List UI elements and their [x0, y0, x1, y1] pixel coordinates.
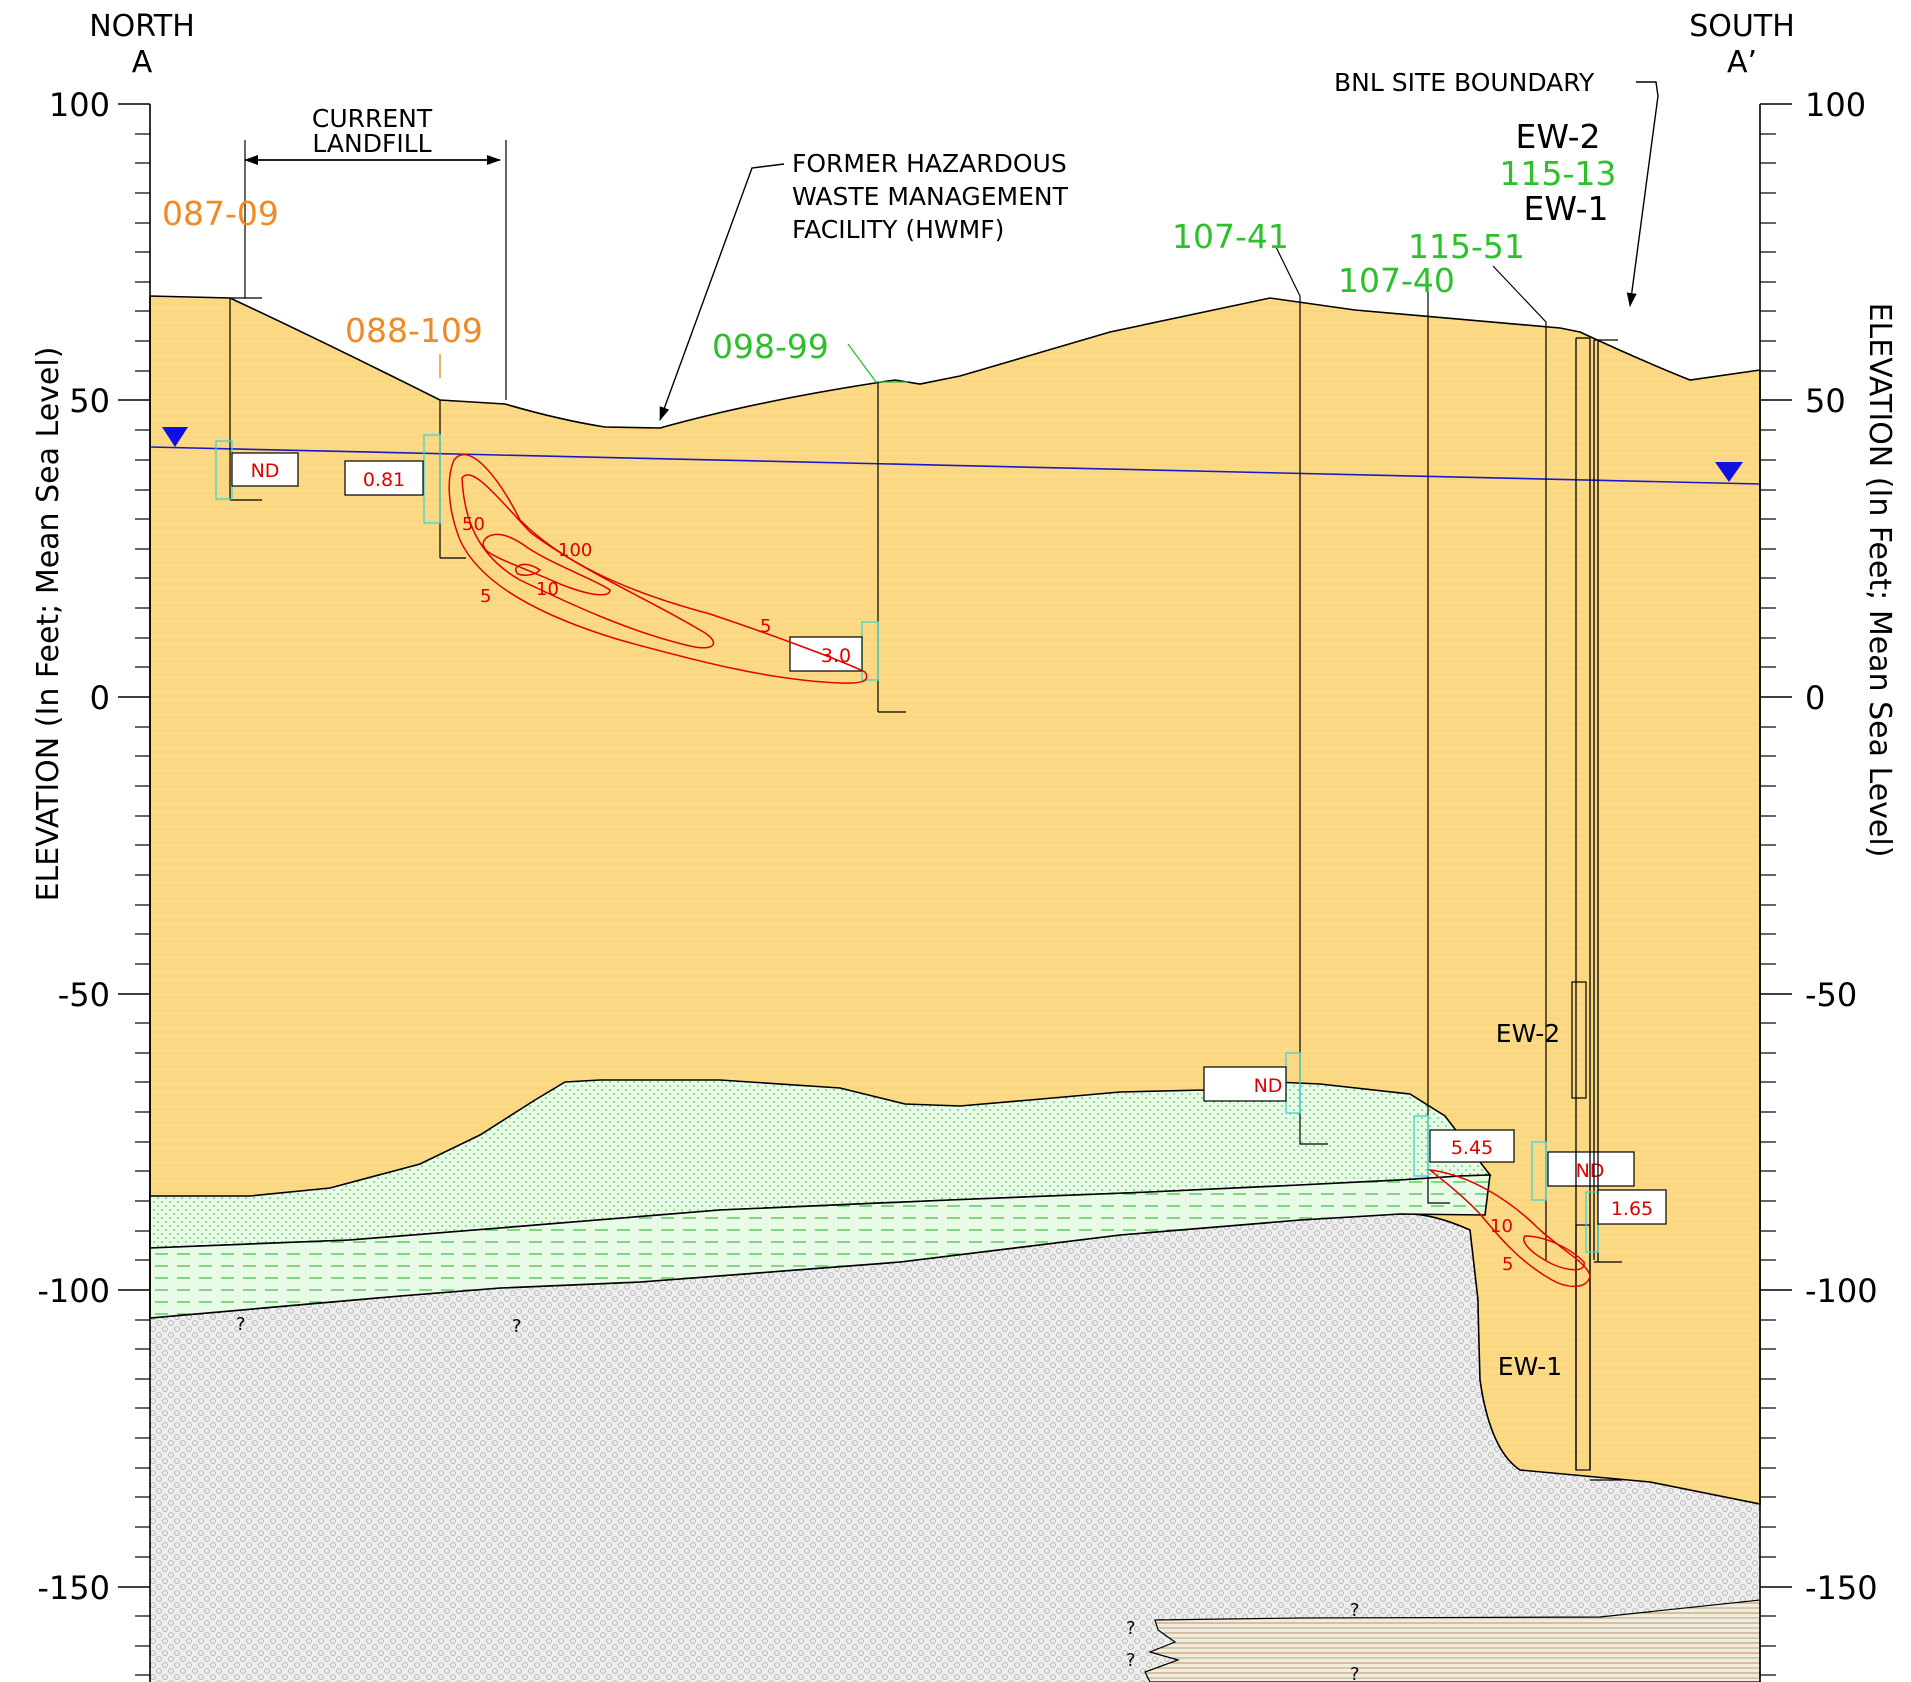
- value-098-99: 3.0: [821, 645, 851, 667]
- contour-5-lower: [1427, 1168, 1591, 1288]
- right-tick-100: 100: [1805, 86, 1866, 124]
- extraction-wells: 1.65 EW-2 115-13 EW-1 EW-2 EW-1: [1496, 117, 1667, 1481]
- contour-10-upper: [461, 474, 715, 649]
- right-tick-minus100: -100: [1805, 1272, 1878, 1310]
- unknown-markers: ? ? ? ? ? ?: [236, 1314, 1360, 1682]
- hwmf-annotation: FORMER HAZARDOUS WASTE MANAGEMENT FACILI…: [659, 149, 1069, 421]
- contour-label-50: 50: [462, 514, 485, 535]
- unknown-mark-1: ?: [236, 1314, 246, 1335]
- unknown-mark-4: ?: [1126, 1618, 1136, 1639]
- left-tick-minus150: -150: [37, 1569, 110, 1607]
- water-table-marker-right: [1715, 462, 1743, 482]
- contour-50-upper: [482, 533, 611, 596]
- right-tick-0: 0: [1805, 679, 1825, 717]
- well-115-51: ND 115-51: [1408, 227, 1635, 1260]
- upper-plume: [448, 453, 868, 684]
- south-label: SOUTH: [1689, 9, 1795, 44]
- well-label-ew-2: EW-2: [1515, 117, 1600, 156]
- hwmf-label-line1: FORMER HAZARDOUS: [792, 149, 1067, 178]
- south-section-mark: A’: [1727, 45, 1757, 80]
- contour-5-upper: [448, 453, 868, 684]
- left-tick-100: 100: [49, 86, 110, 124]
- value-107-40: 5.45: [1451, 1137, 1493, 1159]
- well-107-40: 5.45 107-40: [1338, 261, 1515, 1204]
- well-label-087-09: 087-09: [162, 194, 279, 233]
- water-table-line: [149, 446, 1761, 485]
- contour-label-5-upper-right: 5: [760, 616, 771, 637]
- value-115-13: 1.65: [1611, 1198, 1653, 1220]
- screen-115-51: [1531, 1141, 1547, 1201]
- site-boundary-annotation: BNL SITE BOUNDARY: [1334, 68, 1659, 307]
- value-107-41: ND: [1254, 1075, 1283, 1097]
- water-table: [149, 427, 1761, 485]
- ew-1-screen-label: EW-1: [1498, 1352, 1562, 1381]
- clay-lens: [1144, 1599, 1761, 1682]
- right-tick-minus150: -150: [1805, 1569, 1878, 1607]
- screen-ew-1: [1575, 1224, 1591, 1471]
- well-label-115-13: 115-13: [1500, 154, 1617, 193]
- contour-label-10-lower: 10: [1490, 1216, 1513, 1237]
- unknown-mark-5: ?: [1126, 1650, 1136, 1671]
- right-tick-minus50: -50: [1805, 976, 1857, 1014]
- ew-2-screen-label: EW-2: [1496, 1019, 1560, 1048]
- well-107-41: ND 107-41: [1172, 217, 1328, 1145]
- site-boundary-label: BNL SITE BOUNDARY: [1334, 68, 1595, 97]
- well-098-99: 3.0 098-99: [712, 327, 908, 713]
- well-label-098-99: 098-99: [712, 327, 829, 366]
- unknown-mark-3: ?: [1350, 1600, 1360, 1621]
- contour-100-upper: [515, 563, 542, 576]
- well-label-107-40: 107-40: [1338, 261, 1455, 300]
- well-088-109: 0.81 088-109: [344, 311, 483, 559]
- left-tick-0: 0: [90, 679, 110, 717]
- left-tick-labels: 100 50 0 -50 -100 -150: [37, 86, 110, 1607]
- value-088-109: 0.81: [363, 469, 405, 491]
- well-label-ew-1: EW-1: [1523, 189, 1608, 228]
- well-label-107-41: 107-41: [1172, 217, 1289, 256]
- landfill-label-line1: CURRENT: [312, 104, 433, 133]
- hwmf-label-line2: WASTE MANAGEMENT: [792, 182, 1069, 211]
- right-axis: [1759, 103, 1792, 1682]
- silt-dashed-unit: [149, 1174, 1491, 1319]
- hwmf-label-line3: FACILITY (HWMF): [792, 215, 1004, 244]
- contour-10-lower: [1523, 1235, 1585, 1271]
- well-label-115-51: 115-51: [1408, 227, 1525, 266]
- north-section-mark: A: [132, 45, 153, 80]
- value-087-09: ND: [251, 460, 280, 482]
- current-landfill-annotation: CURRENT LANDFILL: [244, 104, 507, 400]
- screen-107-40: [1413, 1115, 1429, 1177]
- left-tick-minus100: -100: [37, 1272, 110, 1310]
- unknown-mark-6: ?: [1350, 1664, 1360, 1682]
- contour-label-5-lower: 5: [1502, 1254, 1513, 1275]
- left-axis-title: ELEVATION (In Feet; Mean Sea Level): [31, 347, 66, 902]
- lower-plume: [1427, 1168, 1591, 1288]
- landfill-label-line2: LANDFILL: [312, 129, 431, 158]
- contour-label-5-upper-left: 5: [480, 586, 491, 607]
- left-tick-50: 50: [69, 382, 110, 420]
- well-087-09: ND 087-09: [162, 194, 299, 501]
- right-axis-title: ELEVATION (In Feet; Mean Sea Level): [1862, 303, 1897, 858]
- right-axis-minor-ticks: [1760, 133, 1776, 1676]
- water-table-marker-left: [162, 427, 188, 447]
- contour-label-100: 100: [558, 540, 592, 561]
- unknown-mark-2: ?: [512, 1316, 522, 1337]
- north-label: NORTH: [89, 9, 195, 44]
- contour-label-10-upper: 10: [536, 579, 559, 600]
- right-tick-50: 50: [1805, 382, 1846, 420]
- well-label-088-109: 088-109: [345, 311, 483, 350]
- screen-ew-2: [1571, 981, 1587, 1099]
- left-axis: [118, 103, 151, 1682]
- left-tick-minus50: -50: [58, 976, 110, 1014]
- left-axis-minor-ticks: [135, 133, 150, 1676]
- right-tick-labels: 100 50 0 -50 -100 -150: [1805, 86, 1878, 1607]
- screen-088-109: [423, 434, 441, 524]
